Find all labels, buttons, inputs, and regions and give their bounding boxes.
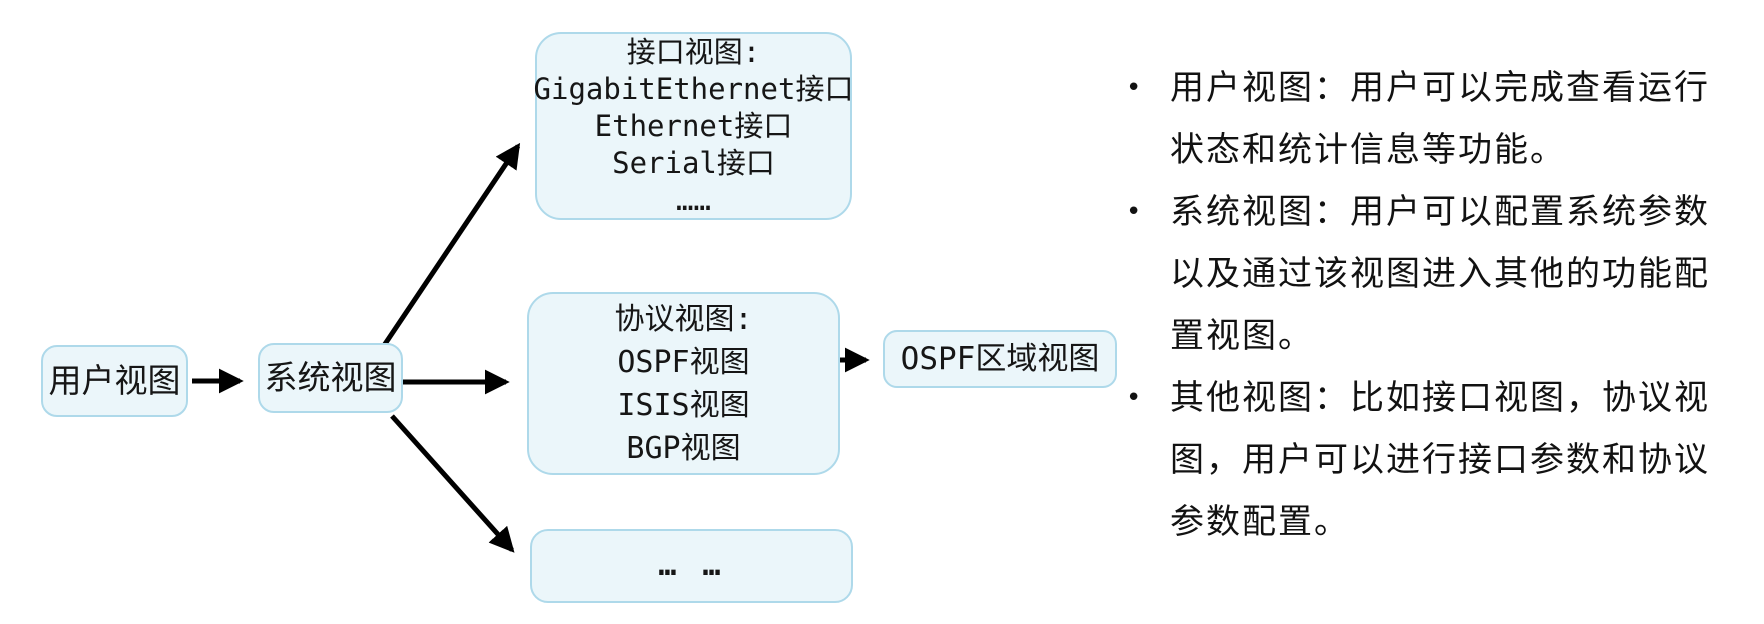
other-views-ellipsis-label: … …	[658, 548, 725, 584]
node-system-view: 系统视图	[258, 343, 403, 413]
bullet-icon: •	[1126, 73, 1142, 103]
interface-view-item-serial: Serial接口	[612, 145, 775, 180]
interface-view-ellipsis: ……	[676, 182, 711, 217]
node-system-view-label: 系统视图	[264, 358, 397, 398]
bullet-icon: •	[1126, 197, 1142, 227]
interface-view-item-ethernet: Ethernet接口	[594, 108, 793, 143]
ospf-area-view-label: OSPF区域视图	[900, 340, 1100, 377]
note-system-view-text: 系统视图：用户可以配置系统参数以及通过该视图进入其他的功能配置视图。	[1170, 192, 1710, 356]
arrow-system-to-interface	[380, 142, 521, 349]
note-user-view: • 用户视图：用户可以完成查看运行状态和统计信息等功能。	[1118, 57, 1758, 181]
protocol-view-item-isis: ISIS视图	[617, 387, 750, 423]
protocol-view-item-ospf: OSPF视图	[617, 344, 750, 380]
note-system-view: • 系统视图：用户可以配置系统参数以及通过该视图进入其他的功能配置视图。	[1118, 181, 1758, 367]
node-ospf-area-view: OSPF区域视图	[883, 330, 1117, 388]
note-user-view-text: 用户视图：用户可以完成查看运行状态和统计信息等功能。	[1170, 68, 1710, 170]
node-protocol-view: 协议视图: OSPF视图 ISIS视图 BGP视图	[527, 292, 840, 475]
arrow-system-to-etc	[390, 414, 515, 553]
view-description-notes: • 用户视图：用户可以完成查看运行状态和统计信息等功能。 • 系统视图：用户可以…	[1118, 57, 1758, 553]
node-other-views: … …	[530, 529, 853, 603]
interface-view-title: 接口视图:	[626, 34, 761, 69]
node-user-view: 用户视图	[41, 345, 188, 417]
note-other-views: • 其他视图：比如接口视图，协议视图，用户可以进行接口参数和协议参数配置。	[1118, 367, 1758, 553]
note-other-views-text: 其他视图：比如接口视图，协议视图，用户可以进行接口参数和协议参数配置。	[1170, 378, 1710, 542]
node-interface-view: 接口视图: GigabitEthernet接口 Ethernet接口 Seria…	[533, 32, 854, 220]
bullet-icon: •	[1126, 383, 1142, 413]
protocol-view-title: 协议视图:	[614, 301, 753, 337]
interface-view-item-gigabitethernet: GigabitEthernet接口	[533, 71, 854, 106]
protocol-view-item-bgp: BGP视图	[626, 430, 741, 466]
node-user-view-label: 用户视图	[48, 361, 181, 401]
